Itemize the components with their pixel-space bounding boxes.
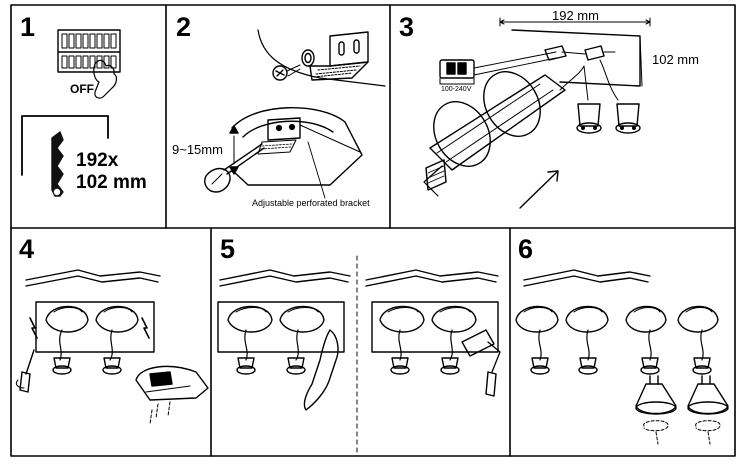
rotate-arrow-icon [643,420,721,445]
step2-install-detail [204,107,363,199]
step3-assembly [423,17,651,209]
circuit-breaker-icon [61,33,117,69]
hand-icon [93,59,118,99]
cutout-height-label: 102 mm [76,172,147,193]
screwdriver-icon [15,349,35,393]
step-number-1: 1 [20,12,36,42]
lightning-bolt-icon [29,317,38,339]
step4-wiring [15,269,209,425]
downlight-fixture-icon [423,71,566,197]
step-number-3: 3 [399,12,415,42]
step1-cutout [21,115,109,197]
paint-roller-icon [461,329,501,397]
cutout-width-label: 192x [76,150,119,171]
step6-bulbs [515,269,729,445]
height-dimension-label: 102 mm [652,52,699,67]
step-number-6: 6 [518,234,534,264]
lamp-socket-icon [576,103,641,134]
bracket-icon [309,31,369,81]
gu10-bulb-icon [687,375,729,415]
push-arrow-icon [519,170,559,209]
step-number-2: 2 [176,12,192,42]
step-number-5: 5 [220,234,236,264]
paint-brush-icon [303,329,339,411]
panel-grid [10,4,736,457]
bracket-caption: Adjustable perforated bracket [252,198,370,208]
step2-bracket-detail [257,29,386,87]
breaker-off-label: OFF [70,82,94,96]
step-number-4: 4 [19,234,35,264]
lightning-bolt-icon [141,317,150,339]
voltage-label: 100-240V [441,86,472,93]
terminal-block-icon [439,59,475,85]
step1-breaker [57,29,121,99]
gu10-bulb-icon [635,375,677,415]
step5-painting [217,269,501,411]
screw-icon [272,64,301,81]
width-dimension-label: 192 mm [552,8,599,23]
depth-range-label: 9~15mm [172,142,223,157]
hole-saw-icon [51,131,64,197]
